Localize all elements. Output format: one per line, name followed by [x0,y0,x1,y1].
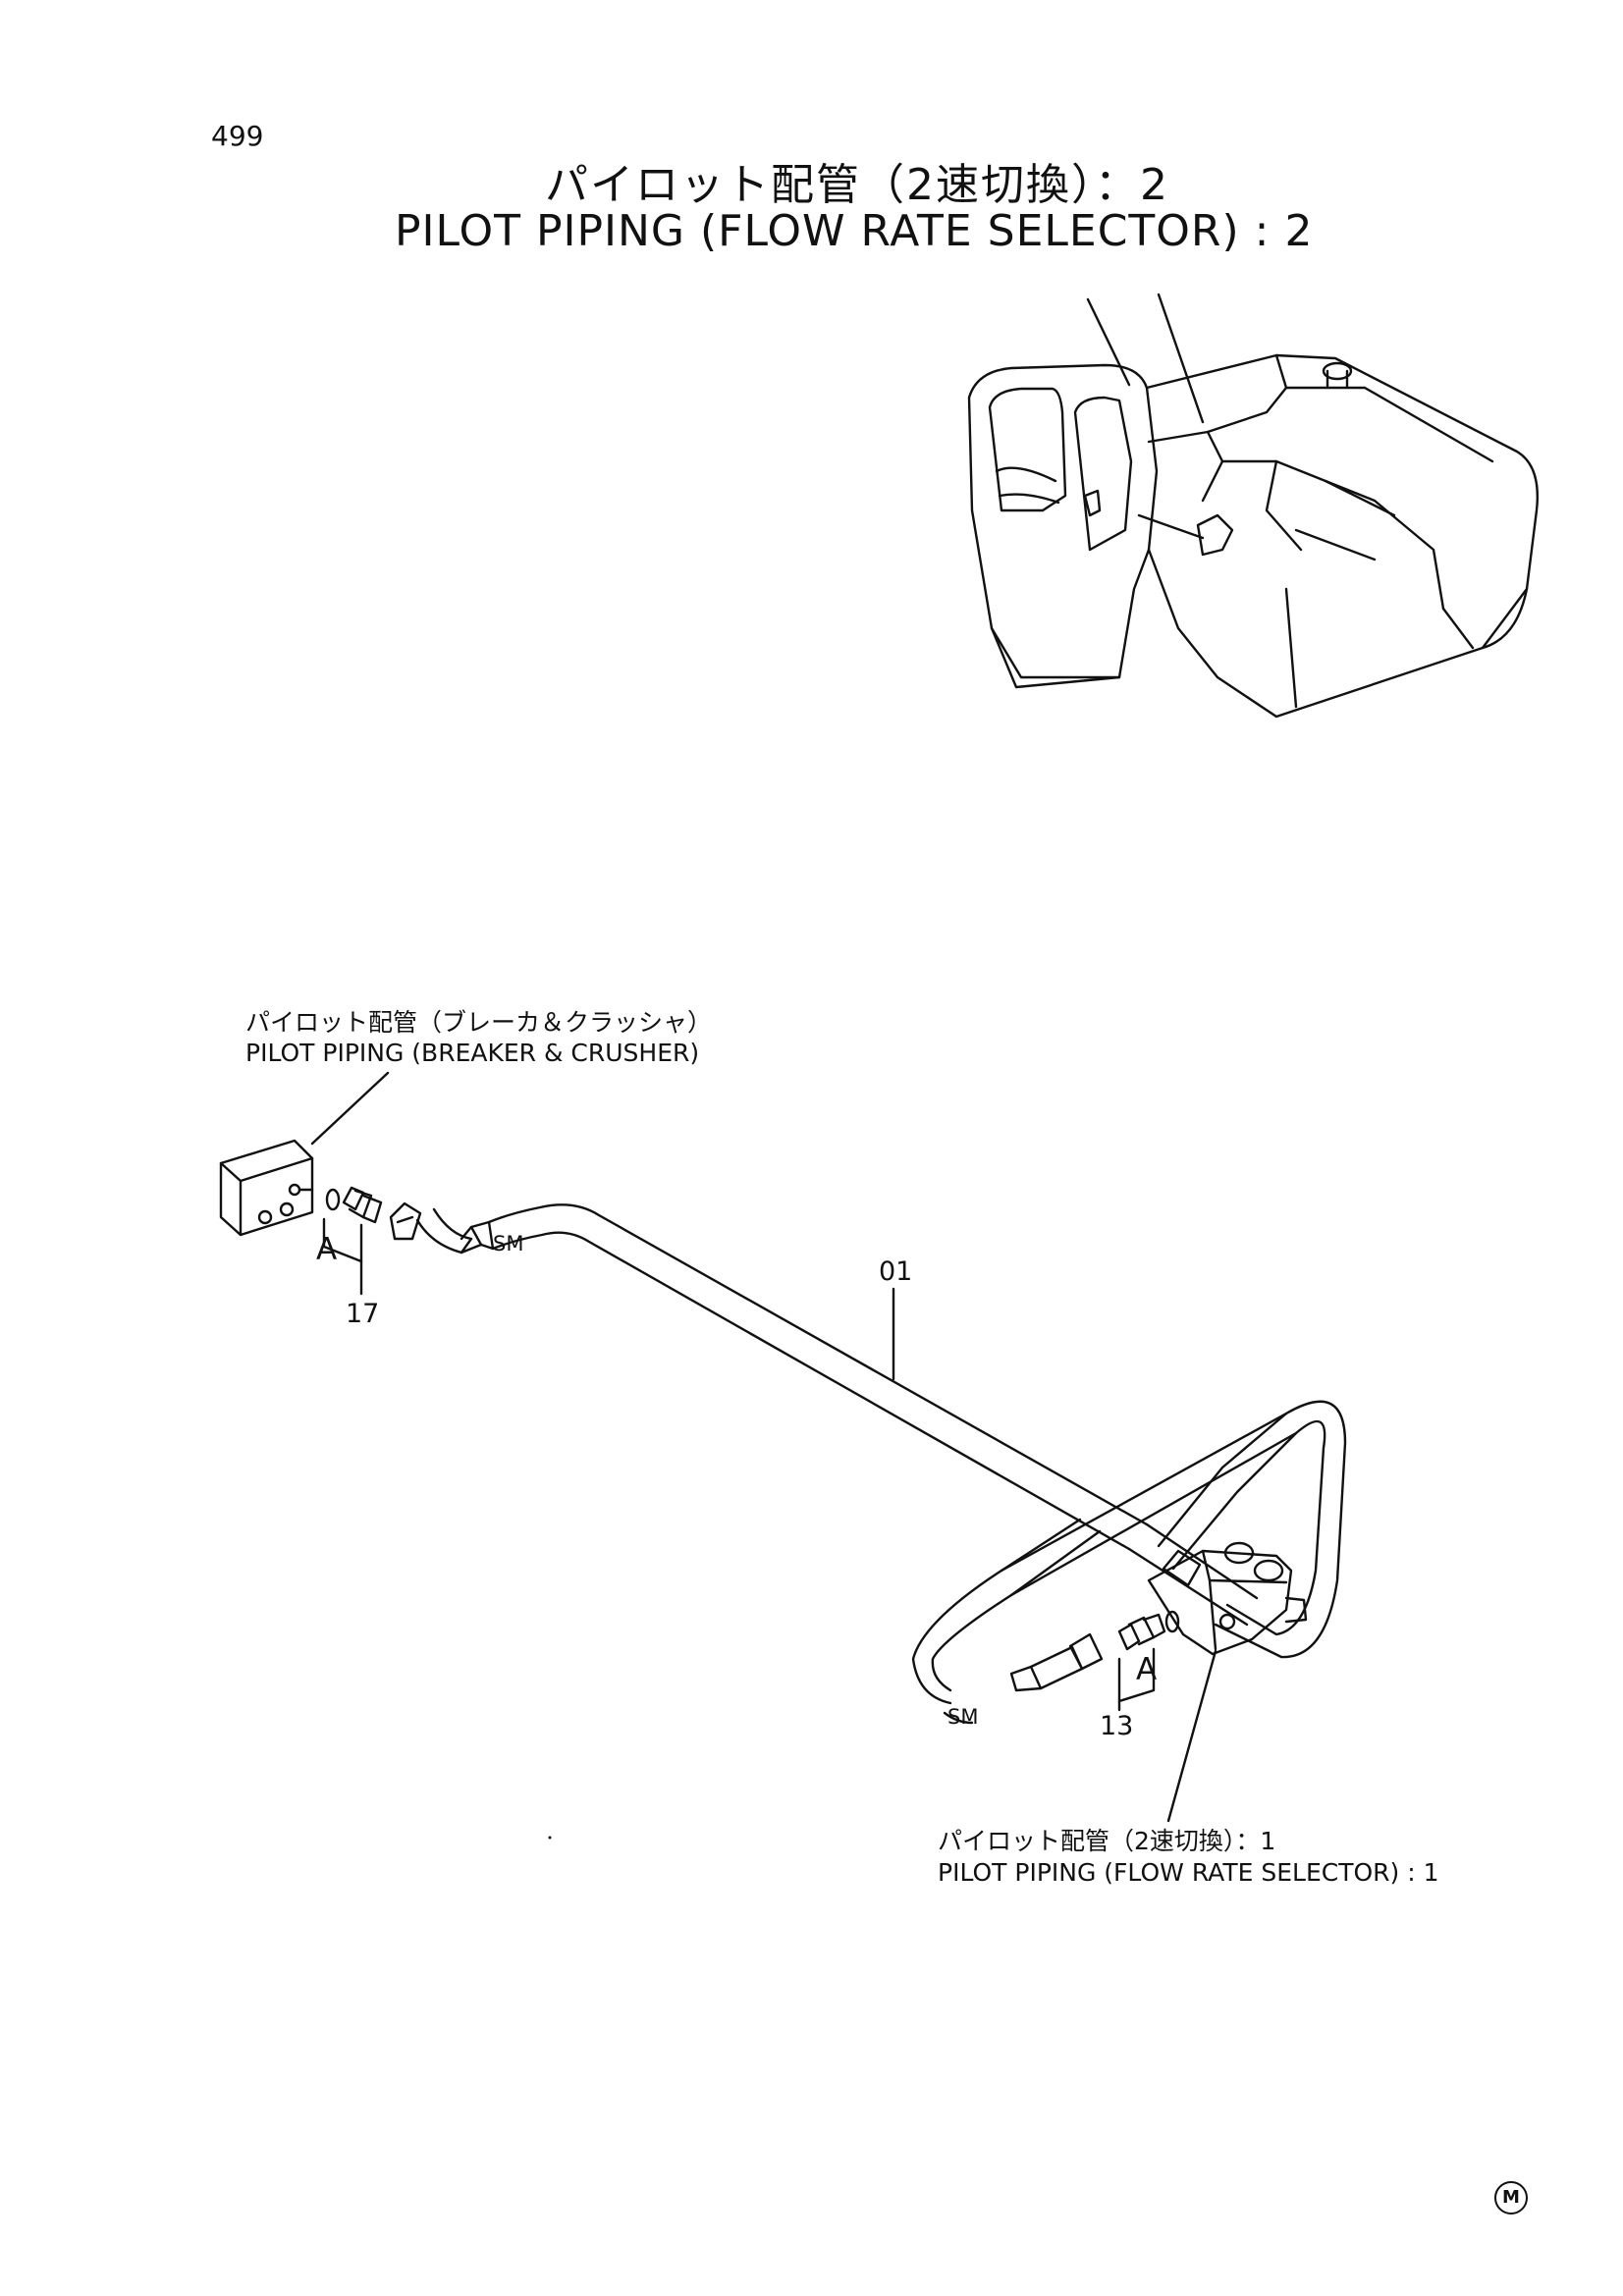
hose-01-assembly [219,1139,1347,1705]
page-title-japanese: パイロット配管（2速切換）：2 [545,160,1169,210]
page-title-english: PILOT PIPING (FLOW RATE SELECTOR) : 2 [395,206,1314,256]
leader-lines [310,1071,1217,1823]
o-ring-label-right: A [1136,1652,1158,1687]
hose-end-label-left: SM [493,1232,524,1255]
callout-breaker-crusher-jp: パイロット配管（ブレーカ＆クラッシャ） [245,1008,713,1037]
part-number-adapter-left: 17 [346,1299,380,1329]
o-ring-label-left: A [316,1232,338,1267]
callout-flow-rate-selector-jp: パイロット配管（2速切換）：1 [938,1827,1276,1855]
page-number: 499 [211,120,264,152]
part-number-adapter-right: 13 [1100,1711,1134,1741]
excavator-overview [967,293,1539,719]
part-number-hose: 01 [879,1256,913,1287]
callout-breaker-crusher-en: PILOT PIPING (BREAKER & CRUSHER) [245,1039,700,1067]
circled-m-mark-icon: M [1494,2181,1528,2215]
callout-flow-rate-selector-en: PILOT PIPING (FLOW RATE SELECTOR) : 1 [938,1858,1439,1887]
hose-end-label-right: SM [947,1705,979,1729]
